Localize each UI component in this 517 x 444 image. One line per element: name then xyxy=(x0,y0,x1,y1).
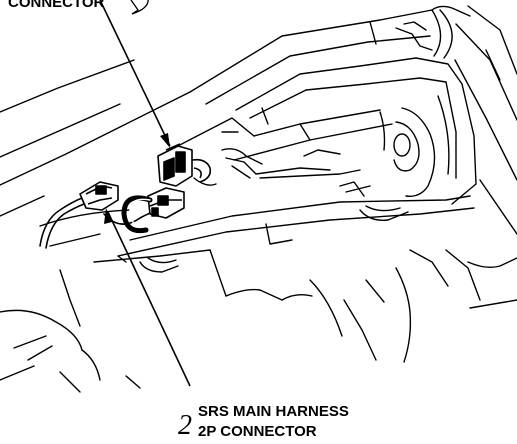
callout-label-line1: SRS MAIN HARNESS xyxy=(198,403,349,420)
callout-label-line2: 2P CONNECTOR xyxy=(198,423,317,440)
drawing-lines xyxy=(0,5,517,393)
leader-line-2 xyxy=(107,211,191,387)
leader-line-1 xyxy=(99,0,171,147)
top-callout-tick xyxy=(130,0,149,15)
connector-loop-wire xyxy=(121,177,217,234)
arrowhead-2 xyxy=(104,208,112,224)
top-callout-label: CONNECTOR xyxy=(8,0,105,11)
srs-main-harness-2p-connector xyxy=(79,181,119,211)
airbag-connector-assembly xyxy=(147,143,212,219)
callout-number: 2 xyxy=(178,410,192,441)
leader-arrowheads xyxy=(104,133,170,224)
arrowhead-1 xyxy=(160,133,170,148)
leader-lines xyxy=(99,0,191,387)
